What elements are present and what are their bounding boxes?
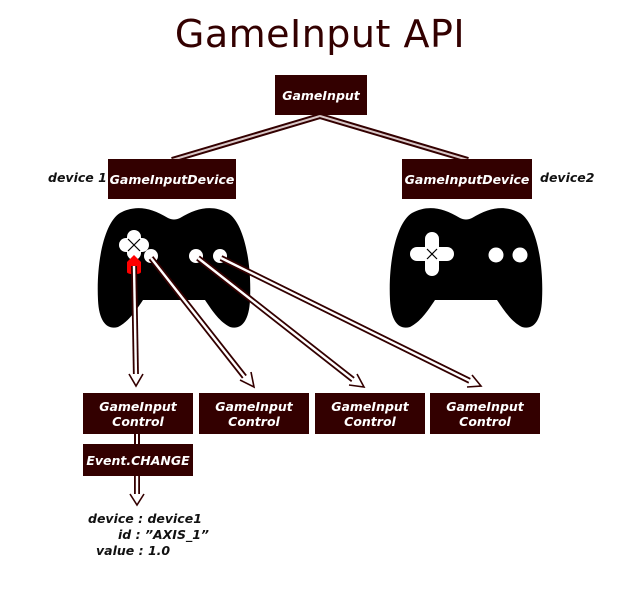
control-1-line2: Control (112, 413, 164, 429)
gamepad-1-icon (97, 208, 251, 328)
gameinput-control-box-1: GameInput Control (83, 393, 193, 434)
arrow-dpad-right-to-control-2 (148, 256, 256, 389)
event-change-label: Event.CHANGE (86, 452, 190, 468)
info-device-value: device1 (147, 511, 202, 526)
control-1-line1: GameInput (99, 398, 177, 414)
root-to-device1-connector (171, 113, 321, 163)
event-info: device : device1 id : ”AXIS_1” value : 1… (88, 511, 209, 558)
control-2-line2: Control (228, 413, 280, 429)
info-id-value: ”AXIS_1” (144, 527, 209, 542)
info-value-key: value (96, 543, 135, 558)
control-4-line2: Control (459, 413, 511, 429)
control-3-line1: GameInput (331, 398, 409, 414)
gameinput-root-label: GameInput (282, 87, 360, 103)
gameinput-device-2-label: GameInputDevice (404, 171, 530, 187)
device-1-name: device 1 (48, 170, 107, 185)
gameinput-device-1-box: GameInputDevice (108, 159, 236, 199)
arrow-event-to-info (129, 476, 145, 507)
gamepad-2-icon (389, 208, 543, 328)
event-change-box: Event.CHANGE (83, 444, 193, 476)
arrow-dpad-to-control-1 (128, 265, 144, 388)
device-2-name: device2 (540, 170, 595, 185)
info-device-key: device (88, 511, 134, 526)
dpad-down-highlight (127, 255, 141, 275)
gameinput-control-box-4: GameInput Control (430, 393, 540, 434)
gameinput-device-1-label: GameInputDevice (109, 171, 235, 187)
arrow-button-a-to-control-3 (196, 255, 366, 389)
gameinput-control-box-2: GameInput Control (199, 393, 309, 434)
arrow-button-b-to-control-4 (219, 255, 483, 388)
info-id-key: id (118, 527, 132, 542)
info-value-value: 1.0 (147, 543, 171, 558)
gameinput-device-2-box: GameInputDevice (402, 159, 532, 199)
control-2-line1: GameInput (215, 398, 293, 414)
control-4-line1: GameInput (446, 398, 524, 414)
control-3-line2: Control (344, 413, 396, 429)
gameinput-root-box: GameInput (275, 75, 367, 115)
root-to-device2-connector (319, 113, 469, 163)
diagram-title: GameInput API (174, 12, 466, 56)
gameinput-control-box-3: GameInput Control (315, 393, 425, 434)
